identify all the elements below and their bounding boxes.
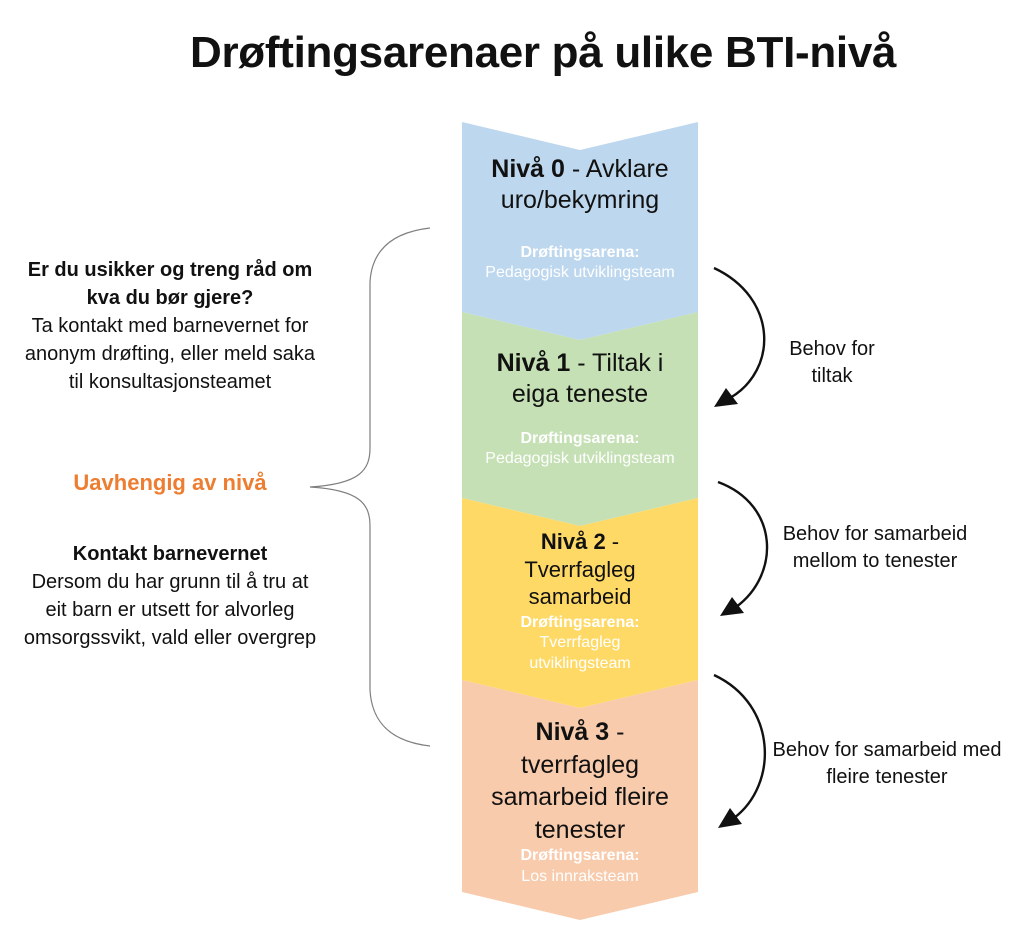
- contact-text: Dersom du har grunn til å tru at eit bar…: [23, 571, 317, 649]
- level-3-name: Nivå 3: [535, 718, 610, 746]
- left-brace: [309, 227, 431, 747]
- level-3-block: Nivå 3 - tverrfagleg samarbeid fleire te…: [478, 716, 682, 888]
- level-1-chevron: [462, 312, 698, 526]
- level-2-arena-label: Drøftingsarena:: [520, 613, 640, 631]
- curved-arrow-icon: [713, 673, 767, 828]
- advice-text: Ta kontakt med barnevernet for anonym dr…: [24, 315, 316, 393]
- level-2-chevron: [462, 498, 698, 708]
- level-1-arena: Pedagogisk utviklingsteam: [485, 450, 675, 468]
- level-0-title: - Avklare uro/bekymring: [500, 155, 669, 215]
- level-3-chevron: [462, 680, 698, 920]
- independent-label: Uavhengig av nivå: [73, 470, 267, 495]
- level-2-name: Nivå 2: [540, 529, 606, 554]
- level-2-title: - Tverrfagleg samarbeid: [524, 529, 636, 609]
- level-0-chevron: [462, 122, 698, 340]
- level-0-block: Nivå 0 - Avklare uro/bekymring Drøftings…: [470, 154, 690, 284]
- level-0-arena-label: Drøftingsarena:: [520, 243, 640, 261]
- advice-block: Er du usikker og treng råd om kva du bør…: [20, 256, 320, 396]
- level-0-arena: Pedagogisk utviklingsteam: [485, 264, 675, 282]
- level-1-block: Nivå 1 - Tiltak i eiga teneste Drøftings…: [480, 348, 680, 470]
- level-3-arena: Los innraksteam: [521, 867, 639, 885]
- level-2-block: Nivå 2 - Tverrfagleg samarbeid Drøftings…: [495, 528, 665, 675]
- curved-arrow-icon: [713, 266, 766, 407]
- arrow-label-3: Behov for samarbeid med fleire tenester: [772, 739, 1002, 788]
- page-title: Drøftingsarenaer på ulike BTI-nivå: [190, 28, 897, 77]
- level-1-arena-label: Drøftingsarena:: [520, 429, 640, 447]
- contact-block: Kontakt barnevernet Dersom du har grunn …: [20, 540, 320, 652]
- level-3-title: - tverrfagleg samarbeid fleire tenester: [491, 718, 669, 844]
- level-2-arena: Tverrfagleg utviklingsteam: [529, 634, 631, 673]
- arrow-label-1: Behov for tiltak: [789, 338, 875, 387]
- arrow-label-2: Behov for samarbeid mellom to tenester: [782, 523, 968, 572]
- level-3-arena-label: Drøftingsarena:: [520, 847, 640, 864]
- level-1-title: - Tiltak i eiga teneste: [511, 349, 664, 409]
- contact-heading: Kontakt barnevernet: [72, 543, 268, 565]
- advice-heading: Er du usikker og treng råd om kva du bør…: [27, 259, 313, 309]
- level-1-name: Nivå 1: [496, 349, 571, 377]
- level-0-name: Nivå 0: [491, 155, 565, 183]
- curved-arrow-icon: [717, 480, 769, 616]
